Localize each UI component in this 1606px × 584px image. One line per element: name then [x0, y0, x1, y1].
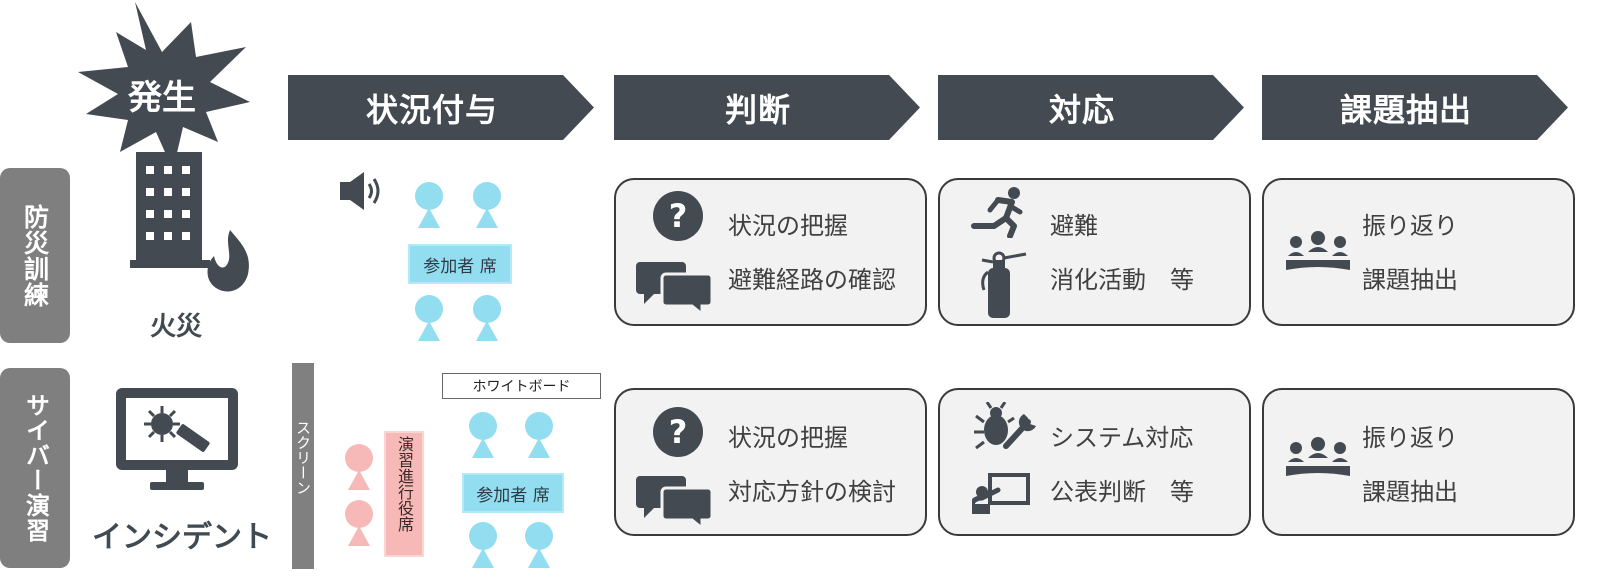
participant-icon [469, 412, 497, 458]
issues-item: 振り返り [1362, 212, 1458, 240]
judgment-item: 避難経路の確認 [728, 266, 896, 294]
svg-text:?: ? [669, 413, 688, 451]
issues-card-drill: 振り返り 課題抽出 [1262, 178, 1575, 326]
burning-building-icon [130, 152, 249, 292]
question-icon: ? [653, 407, 703, 457]
issues-item: 課題抽出 [1362, 266, 1458, 294]
chevron-arrow-shape [614, 75, 920, 140]
participant-seat-label: 参加者 席 [462, 473, 564, 513]
row-label-cyber-exercise: サイバー演習 [0, 368, 70, 568]
chevron-arrow-shape [1262, 75, 1568, 140]
judgment-item: 状況の把握 [728, 212, 848, 240]
whiteboard-label: ホワイトボード [472, 379, 571, 395]
participant-icon [473, 182, 501, 228]
response-item: 消化活動 等 [1050, 266, 1194, 294]
facilitator-seat [384, 431, 424, 557]
phase-judgment: 判断 [614, 75, 928, 140]
issues-item: 課題抽出 [1362, 478, 1458, 506]
phase-situation: 状況付与 [288, 75, 602, 140]
facilitator-seat-label: 演習進行役席 [395, 436, 414, 532]
participant-icon [415, 295, 443, 341]
phase-response: 対応 [938, 75, 1252, 140]
screen [292, 363, 314, 569]
judgment-item: 対応方針の検討 [728, 478, 896, 506]
participant-seat-label: 参加者 席 [408, 244, 512, 284]
issues-card-cyber: 振り返り 課題抽出 [1262, 388, 1575, 536]
participant-icon [415, 182, 443, 228]
judgment-card-drill: ? 状況の把握 避難経路の確認 [614, 178, 927, 326]
chat-bubbles-icon [636, 476, 714, 528]
occurrence-label: 発生 [128, 78, 196, 118]
chat-bubbles-icon [636, 262, 714, 314]
question-icon: ? [653, 191, 703, 241]
screen-label: スクリーン [294, 420, 312, 495]
response-card-cyber: システム対応 公表判断 等 [938, 388, 1251, 536]
event-caption-fire: 火災 [150, 312, 203, 342]
participant-icon [525, 522, 553, 568]
event-caption-incident: インシデント [92, 520, 272, 555]
facilitator-icon [345, 444, 373, 490]
row-label-disaster-drill: 防災訓練 [0, 168, 70, 343]
response-item: 避難 [1050, 212, 1098, 240]
facilitator-icon [345, 500, 373, 546]
whiteboard [442, 373, 601, 399]
running-person-icon [971, 187, 1023, 238]
response-card-drill: 避難 消化活動 等 [938, 178, 1251, 326]
participant-icon [525, 412, 553, 458]
meeting-group-icon [1286, 437, 1350, 476]
phase-label: 対応 [1048, 90, 1115, 129]
participant-icon [469, 522, 497, 568]
judgment-card-cyber: ? 状況の把握 対応方針の検討 [614, 388, 927, 536]
speaker-icon [340, 172, 380, 210]
meeting-group-icon [1286, 231, 1350, 270]
phase-label: 状況付与 [365, 90, 498, 129]
phase-label: 課題抽出 [1339, 90, 1472, 129]
explosion-burst-icon [78, 2, 250, 170]
phase-label: 判断 [724, 90, 791, 129]
judgment-item: 状況の把握 [728, 424, 848, 452]
response-item: 公表判断 等 [1050, 478, 1194, 506]
bug-wrench-icon [974, 402, 1036, 450]
issues-item: 振り返り [1362, 424, 1458, 452]
chevron-arrow-shape [288, 75, 594, 140]
phase-issues: 課題抽出 [1262, 75, 1576, 140]
response-item: システム対応 [1050, 424, 1194, 452]
participant-icon [473, 295, 501, 341]
presentation-board-icon [972, 473, 1030, 514]
svg-text:?: ? [669, 197, 688, 235]
infected-monitor-icon [116, 388, 238, 490]
fire-extinguisher-icon [981, 251, 1027, 318]
chevron-arrow-shape [938, 75, 1244, 140]
